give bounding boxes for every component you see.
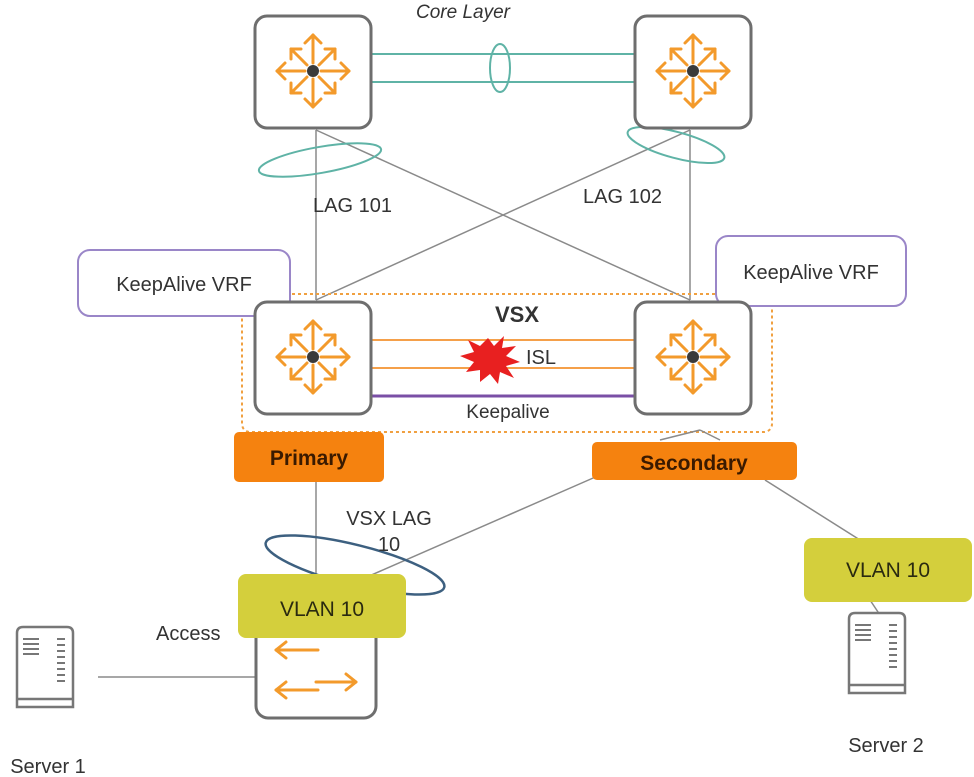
server-2[interactable]	[847, 611, 907, 695]
secondary-badge: Secondary	[592, 442, 797, 480]
isl-failure-icon	[460, 336, 520, 384]
server-icon	[847, 611, 907, 695]
lag-101-label: LAG 101	[313, 195, 392, 217]
server-2-label: Server 2	[848, 735, 924, 757]
svg-text:VLAN 10: VLAN 10	[280, 598, 364, 621]
downlinks	[98, 429, 881, 678]
core-switch-left[interactable]	[253, 14, 373, 130]
core-interlink	[372, 43, 634, 93]
lag-101-ring	[257, 142, 383, 178]
vsx-label: VSX	[495, 302, 539, 327]
vsx-lag-label-line1: VSX LAG	[346, 508, 432, 530]
server-icon	[15, 625, 75, 709]
svg-text:KeepAlive VRF: KeepAlive VRF	[116, 274, 252, 296]
core-layer-title: Core Layer	[416, 2, 511, 23]
svg-text:Primary: Primary	[270, 447, 349, 470]
vlan-badge-right: VLAN 10	[804, 538, 972, 602]
svg-text:VLAN 10: VLAN 10	[846, 559, 930, 582]
core-to-agg-links	[315, 129, 691, 301]
server-1-label: Server 1	[10, 756, 86, 777]
vlan-badge-left: VLAN 10	[238, 574, 406, 638]
svg-text:KeepAlive VRF: KeepAlive VRF	[743, 262, 879, 284]
keepalive-vrf-left: KeepAlive VRF	[77, 249, 291, 317]
vsx-boundary	[241, 293, 773, 433]
core-switch-right[interactable]	[633, 14, 753, 130]
vsx-lag-label-line2: 10	[378, 534, 400, 556]
lag-102-label: LAG 102	[583, 186, 662, 208]
keepalive-vrf-right: KeepAlive VRF	[715, 235, 907, 307]
svg-text:Secondary: Secondary	[640, 452, 748, 475]
isl-label: ISL	[526, 347, 556, 369]
lag-102-ring	[626, 125, 726, 165]
keepalive-label: Keepalive	[466, 402, 549, 423]
switch-arrows-icon	[274, 640, 358, 700]
server-1[interactable]	[15, 625, 75, 709]
primary-badge: Primary	[234, 432, 384, 482]
agg-switch-primary[interactable]	[253, 300, 373, 416]
access-label: Access	[156, 623, 220, 645]
agg-switch-secondary[interactable]	[633, 300, 753, 416]
